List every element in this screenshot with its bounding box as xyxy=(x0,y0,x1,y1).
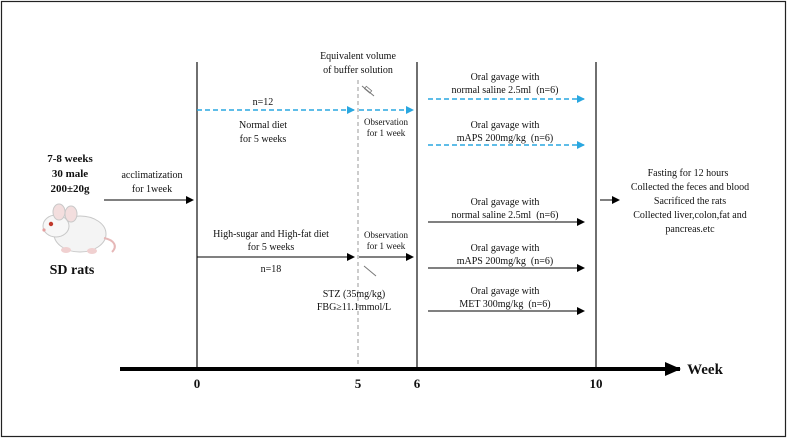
model-diet-2: for 5 weeks xyxy=(248,242,295,253)
tick-label-0: 0 xyxy=(194,376,201,391)
acclimatization-label-2: for 1week xyxy=(132,184,172,195)
model-obs-2: for 1 week xyxy=(367,241,406,251)
normal-obs-1: Observation xyxy=(364,117,408,127)
final-line-2: Collected the feces and blood xyxy=(631,182,749,193)
rat-icon xyxy=(42,203,116,254)
normal-t1-line2: normal saline 2.5ml (n=6) xyxy=(451,85,558,96)
final-line-1: Fasting for 12 hours xyxy=(648,168,729,179)
model-t2-line2: mAPS 200mg/kg (n=6) xyxy=(457,256,553,267)
tick-label-5: 5 xyxy=(355,376,362,391)
model-t3-line2: MET 300mg/kg (n=6) xyxy=(459,299,550,310)
model-diet-1: High-sugar and High-fat diet xyxy=(213,229,329,240)
subject-count: 30 male xyxy=(52,168,88,180)
normal-t2-line1: Oral gavage with xyxy=(471,120,540,131)
tick-label-6: 6 xyxy=(414,376,421,391)
model-obs-1: Observation xyxy=(364,230,408,240)
normal-diet-2: for 5 weeks xyxy=(240,134,287,145)
final-line-5: pancreas.etc xyxy=(665,224,715,235)
model-t3-line1: Oral gavage with xyxy=(471,286,540,297)
stz-fbg: FBG≥11.1mmol/L xyxy=(317,302,391,313)
tick-label-10: 10 xyxy=(590,376,603,391)
axis-unit-week: Week xyxy=(687,362,723,378)
buffer-label-2: of buffer solution xyxy=(323,65,393,76)
model-t2-line1: Oral gavage with xyxy=(471,243,540,254)
syringe-icon xyxy=(361,85,375,97)
stz-dose: STZ (35mg/kg) xyxy=(323,289,386,300)
model-n: n=18 xyxy=(261,264,282,275)
model-t1-line2: normal saline 2.5ml (n=6) xyxy=(451,210,558,221)
normal-diet-1: Normal diet xyxy=(239,120,287,131)
subject-weight: 200±20g xyxy=(50,183,90,195)
final-line-4: Collected liver,colon,fat and xyxy=(633,210,746,221)
normal-t1-line1: Oral gavage with xyxy=(471,72,540,83)
buffer-label-1: Equivalent volume xyxy=(320,51,396,62)
normal-t2-line2: mAPS 200mg/kg (n=6) xyxy=(457,133,553,144)
normal-n: n=12 xyxy=(253,97,274,108)
acclimatization-label-1: acclimatization xyxy=(121,170,182,181)
final-line-3: Sacrificed the rats xyxy=(654,196,726,207)
subject-name: SD rats xyxy=(50,263,95,278)
syringe-icon-stz xyxy=(363,265,377,277)
normal-obs-2: for 1 week xyxy=(367,128,406,138)
subject-age: 7-8 weeks xyxy=(47,153,93,165)
model-t1-line1: Oral gavage with xyxy=(471,197,540,208)
